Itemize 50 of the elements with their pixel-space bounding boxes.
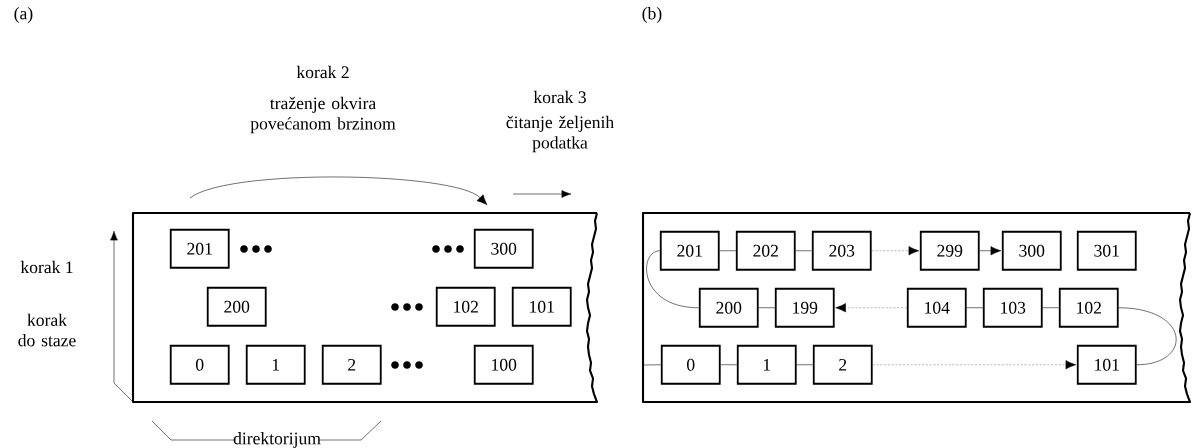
- sector-box: 2: [812, 344, 873, 385]
- bracket-label: direktorijum: [233, 432, 321, 448]
- sector-box: 202: [735, 230, 796, 271]
- arrow: [872, 360, 1077, 370]
- connector-line: [758, 307, 776, 308]
- arrow: [979, 246, 1002, 256]
- sector-box: 1: [245, 344, 306, 385]
- sector-box: 0: [660, 344, 721, 385]
- sector-box: 200: [698, 287, 759, 328]
- arrow: [189, 176, 488, 206]
- connector-line: [1118, 307, 1177, 366]
- sector-box: 1: [736, 344, 797, 385]
- sector-box: 300: [473, 228, 534, 269]
- panel-label: (a): [14, 7, 33, 23]
- connector-line: [719, 250, 737, 251]
- sector-box: 101: [1076, 344, 1137, 385]
- sector-box: 201: [659, 230, 720, 271]
- sector-box: 2: [321, 344, 382, 385]
- sector-box: 102: [435, 286, 496, 327]
- step-description: traženje okvira povećanom brzinom: [250, 96, 396, 134]
- track-frame: [131, 211, 599, 404]
- sector-box: 103: [982, 287, 1043, 328]
- connector-line: [720, 364, 738, 366]
- connector-line: [796, 364, 814, 366]
- sector-box: 301: [1076, 230, 1137, 271]
- sector-box: 299: [919, 230, 980, 271]
- connector-line: [795, 250, 813, 251]
- step-description: čitanje željenih podatka: [506, 115, 614, 153]
- step-label: korak 1: [20, 260, 73, 274]
- arrow: [835, 303, 908, 313]
- step-label: korak 2: [296, 65, 349, 79]
- connector-line: [966, 307, 984, 308]
- sector-box: 300: [1001, 230, 1062, 271]
- sector-box: 102: [1058, 287, 1119, 328]
- arrow: [871, 246, 920, 256]
- sector-box: 101: [511, 286, 572, 327]
- connector-line: [646, 250, 700, 308]
- panel-label: (b): [642, 7, 662, 23]
- connector-line: [642, 364, 662, 366]
- step-label: korak 3: [533, 90, 586, 104]
- sector-box: 201: [169, 228, 230, 269]
- track-frame: [641, 211, 1192, 404]
- sector-box: 200: [206, 286, 267, 327]
- sector-box: 100: [473, 344, 534, 385]
- sector-box: 0: [169, 344, 230, 385]
- sector-box: 199: [774, 287, 835, 328]
- step-description: korak do staze: [18, 313, 76, 347]
- connector-line: [1042, 307, 1060, 308]
- sector-box: 203: [811, 230, 872, 271]
- sector-box: 104: [906, 287, 967, 328]
